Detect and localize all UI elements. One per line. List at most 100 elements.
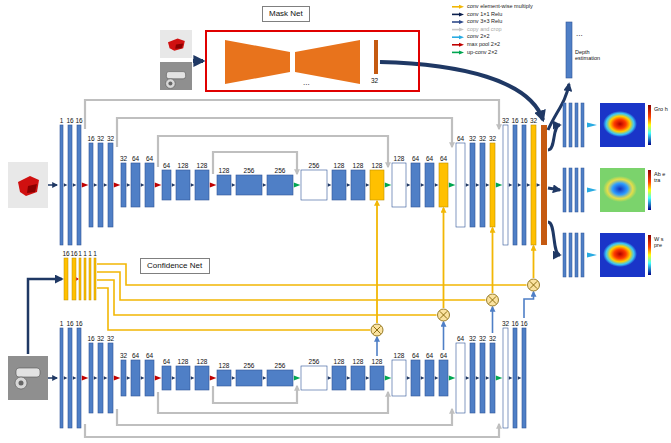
layer-block [77, 328, 81, 428]
channel-count: 16 [75, 118, 82, 125]
channel-count: 32 [530, 118, 537, 125]
depth-estimation: ...Depth estimation [562, 16, 622, 86]
layer-arrow [94, 376, 98, 380]
channel-count: 128 [372, 359, 383, 366]
layer-arrow [232, 376, 236, 380]
multiply-cross [489, 296, 496, 303]
layer-arrow [210, 183, 217, 188]
decoder-shape [295, 40, 360, 84]
legend-sample [459, 12, 464, 16]
heatmap [600, 168, 645, 212]
confidence-net [64, 258, 96, 300]
layer-arrow [466, 183, 470, 187]
channel-count: 128 [334, 163, 345, 170]
layer-arrow [73, 183, 77, 187]
clamp-body [166, 72, 185, 79]
output-layer [581, 233, 584, 277]
channel-count: 64 [440, 353, 447, 360]
layer-block [439, 163, 448, 207]
multiply-cross [530, 281, 537, 288]
channel-count: 32 [107, 336, 114, 343]
layer-arrow [527, 183, 531, 187]
multiply-cross [440, 311, 447, 318]
multiply-arrow [533, 246, 535, 278]
concat-bar [541, 125, 547, 245]
photo [8, 356, 48, 400]
output-layer [575, 168, 578, 212]
layer-block [236, 370, 262, 386]
channel-count: 32 [502, 321, 509, 328]
layer-arrow [127, 183, 131, 187]
legend-text: up-conv 2×2 [467, 50, 497, 56]
multiply-cross [440, 311, 447, 318]
layer-block [470, 343, 475, 413]
output-arrow [548, 222, 560, 255]
layer-arrow [385, 376, 392, 381]
ellipsis: ... [303, 79, 310, 87]
channel-count: 64 [412, 156, 419, 163]
layer-block [332, 170, 346, 200]
layer-arrow [104, 183, 108, 187]
layer-block [392, 360, 406, 396]
conv-arrow [587, 122, 597, 127]
red-object-shade [175, 43, 183, 48]
layer-arrow [449, 376, 456, 381]
layer-block [439, 360, 448, 396]
layer-arrow [114, 376, 121, 381]
layer-arrow [476, 183, 480, 187]
confidence-layer [84, 258, 86, 300]
channel-count: 32 [489, 336, 496, 343]
layers [60, 125, 536, 428]
channel-count: 16 [511, 321, 518, 328]
output-label: Depth estimation [575, 50, 607, 61]
channel-count: 64 [457, 136, 464, 143]
layer-block [89, 143, 93, 227]
legend-sample [452, 29, 460, 31]
colorbar [648, 105, 651, 145]
layer-block [162, 170, 171, 200]
channel-count: 128 [219, 168, 230, 175]
net-title: Confidence Net [140, 258, 210, 274]
layer-arrow [114, 183, 121, 188]
channel-count: 1 [88, 251, 92, 258]
layer-arrow [263, 376, 267, 380]
confidence-layer [94, 258, 96, 300]
confidence-layer [89, 258, 91, 300]
channel-count: 32 [502, 118, 509, 125]
channel-count: 16 [62, 251, 69, 258]
layer-block [513, 328, 517, 428]
layer-arrow [191, 376, 195, 380]
layer-arrow [141, 183, 145, 187]
layer-block [522, 125, 526, 245]
feature-arrow [524, 292, 534, 318]
channel-count: 1 [78, 251, 82, 258]
depth-bar [566, 22, 572, 78]
layer-arrow [435, 376, 439, 380]
layer-block [217, 175, 231, 195]
feature-arrow [492, 307, 494, 333]
channel-count: 128 [197, 359, 208, 366]
layer-block [121, 360, 126, 396]
layer-block [411, 163, 420, 207]
layer-arrow [496, 183, 503, 188]
layer-arrow [210, 376, 217, 381]
layer-block [267, 175, 293, 195]
layer-block [411, 360, 420, 396]
legend-sample [459, 43, 464, 47]
channel-count: 64 [132, 353, 139, 360]
multiply-arrow [492, 228, 494, 293]
copy-lines [85, 100, 499, 437]
conv-arrow [587, 187, 597, 192]
layer-block [195, 366, 209, 390]
layer-block [522, 328, 526, 428]
layer-block [531, 125, 536, 245]
multiply-symbol [371, 324, 383, 336]
layer-block [131, 360, 140, 396]
channel-count: 128 [353, 359, 364, 366]
layer-block [332, 366, 346, 390]
output-label: Ab e tra [654, 172, 669, 183]
layer-arrow [155, 376, 162, 381]
multiply-cross [489, 296, 496, 303]
multiply-arrow [376, 201, 378, 323]
copy-line [85, 100, 499, 129]
